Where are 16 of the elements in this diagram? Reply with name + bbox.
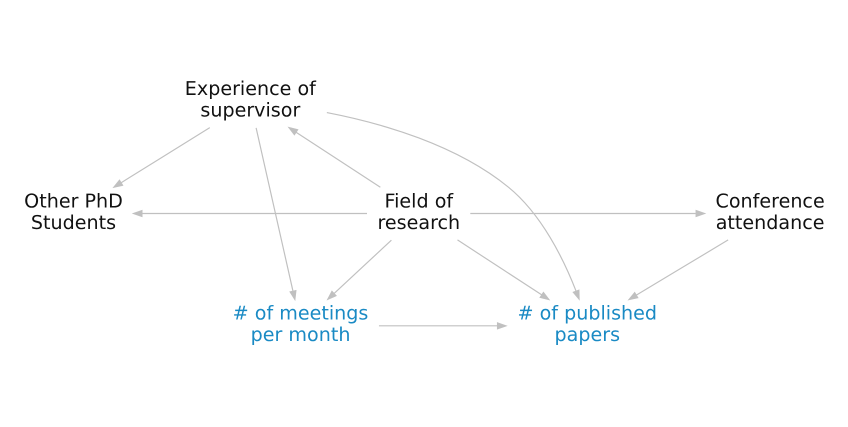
node-text: Conference attendance	[715, 189, 824, 234]
arrow	[255, 128, 296, 302]
node-text: # of published papers	[517, 302, 657, 346]
arrow	[456, 239, 550, 300]
arrow	[378, 322, 508, 330]
node-text: Other PhD Students	[24, 189, 122, 234]
node-text: Experience of supervisor	[184, 76, 316, 122]
node-text: Field of research	[376, 189, 460, 234]
arrow	[470, 210, 706, 218]
node-text: # of meetings per month	[232, 302, 368, 346]
arrow	[627, 239, 728, 300]
arrow	[131, 210, 366, 218]
arrow	[286, 126, 380, 188]
arrow	[112, 127, 210, 188]
arrow	[326, 112, 580, 301]
arrow	[326, 240, 392, 300]
